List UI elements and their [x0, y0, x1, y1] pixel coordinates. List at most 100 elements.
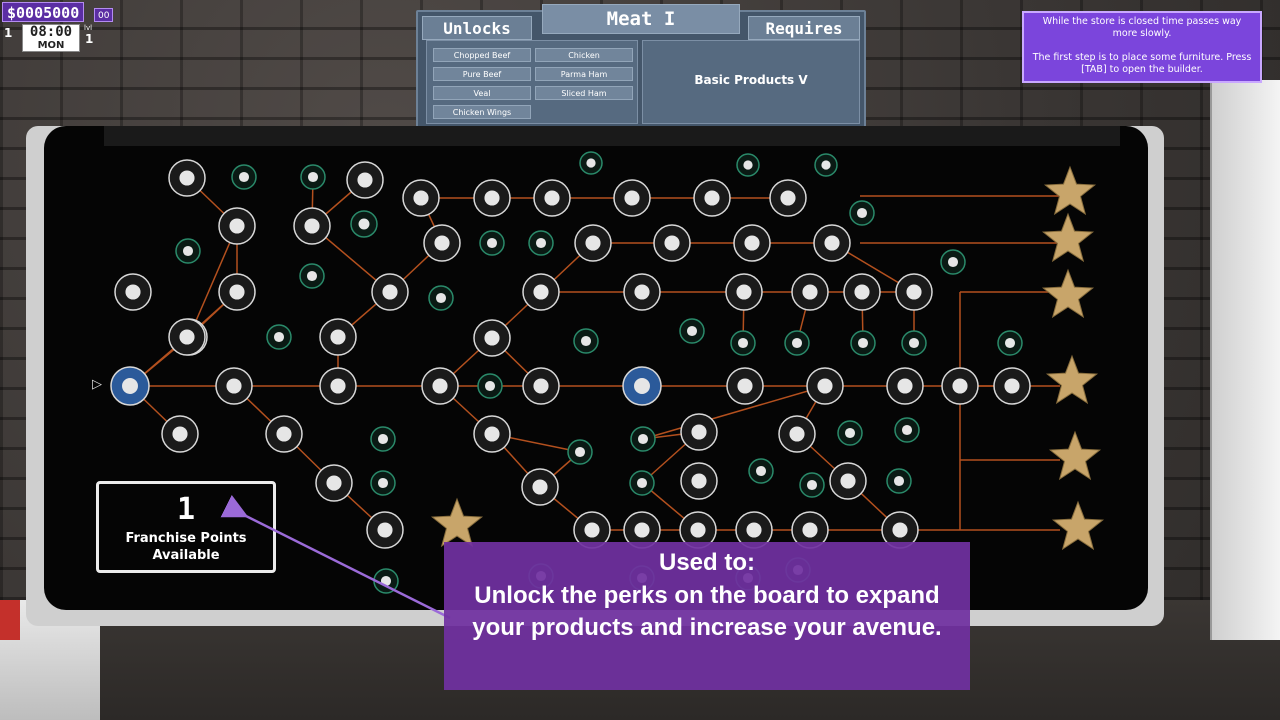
box-icon[interactable]: [477, 373, 503, 399]
box-icon[interactable]: [886, 468, 912, 494]
board-top-edge: [104, 126, 1120, 146]
can-icon[interactable]: [315, 464, 353, 502]
bottle-icon[interactable]: [218, 273, 256, 311]
star-milestone-icon[interactable]: [1043, 165, 1097, 216]
bread-icon[interactable]: [215, 367, 253, 405]
magnifier-icon[interactable]: [997, 330, 1023, 356]
candy-icon[interactable]: [521, 468, 559, 506]
candy-icon[interactable]: [735, 511, 773, 549]
spray-icon[interactable]: [791, 273, 829, 311]
user-icon[interactable]: [370, 470, 396, 496]
bottle-icon[interactable]: [168, 159, 206, 197]
extinguisher-icon[interactable]: [799, 472, 825, 498]
user-icon[interactable]: [679, 318, 705, 344]
tree-connection: [188, 225, 238, 338]
wine-icon[interactable]: [829, 462, 867, 500]
candy-icon[interactable]: [473, 415, 511, 453]
star-milestone-icon[interactable]: [430, 497, 484, 548]
stew-icon[interactable]: [680, 413, 718, 451]
lightning-icon[interactable]: [266, 324, 292, 350]
annotation-box: Used to: Unlock the perks on the board t…: [444, 542, 970, 690]
unlock-item: Chopped Beef: [433, 48, 531, 62]
can-icon[interactable]: [346, 161, 384, 199]
wine-icon[interactable]: [778, 415, 816, 453]
heart-icon[interactable]: [370, 426, 396, 452]
meat-icon[interactable]: [622, 366, 662, 406]
candy-icon[interactable]: [623, 511, 661, 549]
sprout-icon[interactable]: [693, 179, 731, 217]
wrench-icon[interactable]: [941, 367, 979, 405]
bandage-icon[interactable]: [574, 224, 612, 262]
can-icon[interactable]: [265, 415, 303, 453]
candy-icon[interactable]: [791, 511, 829, 549]
register-icon[interactable]: [168, 318, 206, 356]
book-icon[interactable]: [843, 273, 881, 311]
bread-icon[interactable]: [726, 367, 764, 405]
perk-info-panel: Unlocks Meat I Requires Chopped Beef Chi…: [416, 4, 866, 128]
sprout-icon[interactable]: [769, 179, 807, 217]
candy-icon[interactable]: [573, 511, 611, 549]
bread-icon[interactable]: [319, 367, 357, 405]
sprout-icon[interactable]: [533, 179, 571, 217]
cherry-icon[interactable]: [473, 179, 511, 217]
star-milestone-icon[interactable]: [1041, 212, 1095, 263]
bread-icon[interactable]: [522, 367, 560, 405]
tag-icon[interactable]: [736, 153, 760, 177]
level-label: lvl: [84, 24, 93, 32]
lightning-icon[interactable]: [748, 458, 774, 484]
tag-icon[interactable]: [894, 417, 920, 443]
cherry-icon[interactable]: [319, 318, 357, 356]
cherry-icon[interactable]: [371, 273, 409, 311]
user-icon[interactable]: [479, 230, 505, 256]
bottle-icon[interactable]: [218, 207, 256, 245]
bread-icon[interactable]: [110, 366, 150, 406]
user-icon[interactable]: [373, 568, 399, 594]
tag-icon[interactable]: [567, 439, 593, 465]
bread-icon[interactable]: [421, 367, 459, 405]
tutorial-tip: While the store is closed time passes wa…: [1022, 11, 1262, 83]
waves-icon[interactable]: [573, 328, 599, 354]
wrench-icon[interactable]: [993, 367, 1031, 405]
star-milestone-icon[interactable]: [1041, 268, 1095, 319]
sprout-icon[interactable]: [613, 179, 651, 217]
spray-icon[interactable]: [725, 273, 763, 311]
user-icon[interactable]: [850, 330, 876, 356]
book-icon[interactable]: [630, 426, 656, 452]
money-bag-icon[interactable]: [522, 273, 560, 311]
card-icon[interactable]: [629, 470, 655, 496]
user-icon[interactable]: [837, 420, 863, 446]
dollar-icon[interactable]: [428, 285, 454, 311]
card-icon[interactable]: [350, 210, 378, 238]
heart-icon[interactable]: [730, 330, 756, 356]
bread-icon[interactable]: [806, 367, 844, 405]
user-icon[interactable]: [114, 273, 152, 311]
phone-icon[interactable]: [299, 263, 325, 289]
cup-icon[interactable]: [161, 415, 199, 453]
user-icon[interactable]: [300, 164, 326, 190]
money-bag-icon[interactable]: [623, 273, 661, 311]
pencil-icon[interactable]: [293, 207, 331, 245]
barcode-icon[interactable]: [579, 151, 603, 175]
user-icon[interactable]: [901, 330, 927, 356]
bandage-icon[interactable]: [653, 224, 691, 262]
user-icon[interactable]: [849, 200, 875, 226]
star-milestone-icon[interactable]: [1045, 354, 1099, 405]
ghost-icon[interactable]: [680, 462, 718, 500]
star-milestone-icon[interactable]: [1048, 430, 1102, 481]
perk-title: Meat I: [542, 4, 740, 34]
fish-icon[interactable]: [366, 511, 404, 549]
star-milestone-icon[interactable]: [1051, 500, 1105, 551]
baby-icon[interactable]: [733, 224, 771, 262]
baby-icon[interactable]: [813, 224, 851, 262]
book-icon[interactable]: [895, 273, 933, 311]
money-bag-icon[interactable]: [473, 319, 511, 357]
cloud-icon[interactable]: [940, 249, 966, 275]
card-icon[interactable]: [784, 330, 810, 356]
magnifier-icon[interactable]: [814, 153, 838, 177]
user-icon[interactable]: [231, 164, 257, 190]
pill-icon[interactable]: [528, 230, 554, 256]
user-icon[interactable]: [175, 238, 201, 264]
cherry-icon[interactable]: [423, 224, 461, 262]
cherry-icon[interactable]: [402, 179, 440, 217]
wrench-icon[interactable]: [886, 367, 924, 405]
